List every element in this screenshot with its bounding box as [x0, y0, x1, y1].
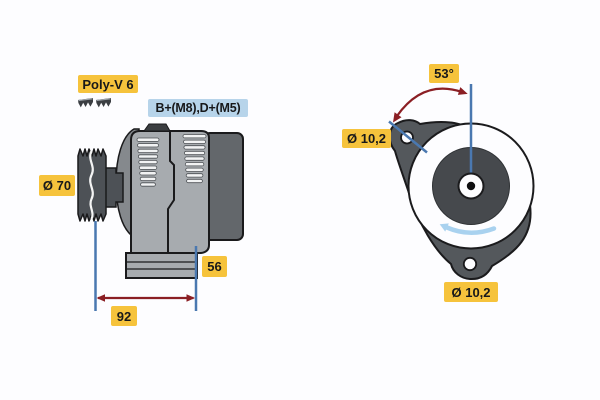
- vent-slot: [184, 156, 205, 161]
- mounting-hole-bottom: [462, 256, 478, 272]
- label-dim-92: 92: [111, 306, 137, 326]
- alternator-side-view: [77, 98, 244, 311]
- alternator-front-view: [388, 84, 535, 281]
- vent-slot: [186, 178, 203, 184]
- rotation-direction-arrow: [444, 225, 497, 235]
- label-hole-diameter-top: Ø 10,2: [342, 129, 391, 148]
- label-angle-53: 53°: [429, 64, 459, 83]
- rotation-arrowhead: [439, 223, 449, 232]
- vent-slot: [137, 154, 159, 159]
- dimension-arrowhead-left: [96, 294, 105, 302]
- mounting-foot-grooves: [126, 261, 197, 270]
- vent-slot: [140, 182, 156, 187]
- vent-slot: [182, 134, 207, 139]
- shaft-center-dot: [466, 181, 476, 191]
- label-terminals: B+(M8),D+(M5): [148, 99, 248, 117]
- vent-slot: [184, 162, 205, 167]
- body-top-cap: [143, 123, 171, 132]
- vent-slot: [137, 143, 160, 148]
- belt-profile-icon: [78, 98, 93, 108]
- label-dim-56: 56: [202, 256, 227, 277]
- vent-slot: [137, 148, 159, 153]
- vent-slot: [183, 139, 207, 144]
- vent-slot: [185, 173, 204, 178]
- vent-slot: [185, 167, 204, 172]
- dimension-arrowhead-right: [186, 294, 195, 302]
- angle-dimension-arc: [396, 87, 463, 117]
- vent-slot: [138, 165, 158, 170]
- vent-slot: [136, 137, 160, 142]
- pulley-break-line: [89, 150, 94, 220]
- angle-arrowhead-left: [393, 112, 402, 123]
- vent-slot: [183, 145, 206, 150]
- mounting-foot: [125, 252, 198, 279]
- vent-slots-right: [182, 134, 207, 184]
- vent-slot: [183, 150, 206, 156]
- belt-profile-icon: [96, 98, 111, 108]
- vent-slot: [139, 171, 157, 176]
- label-pulley-diameter: Ø 70: [39, 175, 75, 196]
- label-hole-diameter-bottom: Ø 10,2: [444, 282, 498, 302]
- vent-slot: [138, 159, 158, 165]
- vent-slots-left: [136, 137, 160, 187]
- label-belt-type: Poly-V 6: [78, 75, 138, 93]
- angle-arrowhead-right: [457, 87, 468, 95]
- body-seam: [167, 131, 175, 253]
- hole-axis-reference-line: [388, 120, 428, 154]
- pulley-hub: [103, 167, 124, 208]
- vent-slot: [139, 176, 157, 181]
